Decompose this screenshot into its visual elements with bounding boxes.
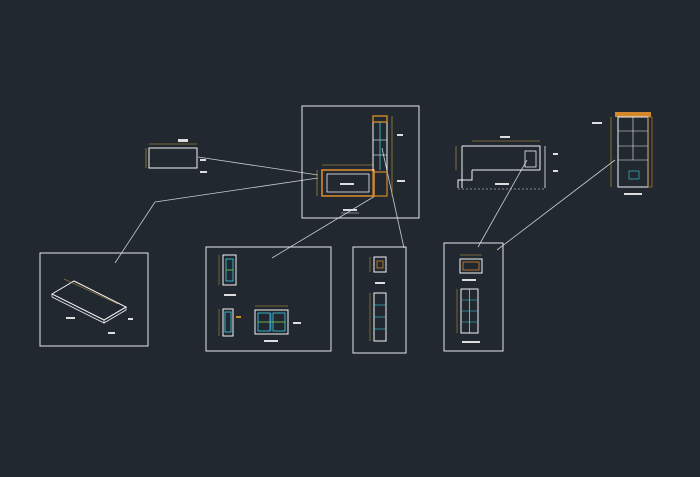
unit-top-inner	[462, 261, 480, 271]
elevation-right-tag-1	[553, 153, 558, 155]
elevation-top-tag	[500, 136, 510, 138]
right-tag	[200, 159, 206, 161]
leader-7	[496, 159, 616, 251]
elevation-outline	[457, 145, 541, 188]
column-top-unit	[373, 256, 387, 273]
unit-c	[254, 309, 289, 335]
unit-b	[222, 308, 234, 337]
center-title	[343, 209, 357, 211]
plan-outline	[148, 147, 198, 169]
unit-label	[462, 341, 480, 343]
plan-top-left[interactable]	[145, 139, 207, 173]
shelf-tag	[592, 122, 602, 124]
unit-detail[interactable]	[443, 242, 504, 352]
shelf-top-cap	[615, 112, 651, 117]
iso-dim	[63, 278, 119, 305]
shelf-elevation[interactable]	[592, 112, 653, 195]
leader-3	[114, 201, 156, 264]
elevation-mid-box	[524, 150, 537, 168]
leader-2	[154, 177, 319, 203]
iso-slab-bottom	[51, 296, 105, 324]
iso-frame	[39, 252, 149, 347]
elevation-title	[495, 183, 509, 185]
counter-inner	[326, 173, 370, 193]
center-frame	[301, 105, 420, 219]
shelf-side	[647, 116, 653, 188]
shelf-bottom-box	[628, 170, 640, 180]
column-cap	[372, 115, 388, 123]
unit-b-inner	[224, 311, 232, 333]
unit-top	[459, 258, 483, 274]
iso-slab-top	[50, 280, 128, 321]
unit-a-label	[224, 294, 236, 296]
unit-c-tag	[293, 322, 301, 324]
elevation-right-tag-2	[553, 170, 558, 172]
shelf-title	[624, 193, 642, 195]
dim-tag	[178, 139, 188, 142]
unit-c-label	[264, 340, 278, 342]
unit-top-label	[462, 279, 476, 281]
unit-a	[222, 254, 237, 286]
unit-b-tag	[236, 316, 241, 318]
right-tag-1	[397, 134, 403, 136]
leader-6	[477, 159, 528, 248]
column-detail[interactable]	[352, 246, 407, 354]
iso-tag	[108, 332, 115, 334]
iso-panel[interactable]	[39, 252, 149, 347]
iso-label	[66, 317, 75, 319]
unit-frame	[443, 242, 504, 352]
elevation-right[interactable]	[455, 136, 558, 190]
leader-5	[381, 147, 405, 249]
counter-label	[340, 183, 354, 185]
iso-slab-side	[103, 306, 127, 324]
bottom-tag	[200, 171, 207, 173]
counter-outer	[321, 169, 375, 197]
iso-tag-2	[128, 318, 133, 320]
detail-sheet[interactable]	[205, 246, 332, 352]
leader-lines	[114, 147, 616, 264]
plan-center[interactable]	[301, 105, 420, 219]
column-top-inner	[376, 260, 384, 269]
column-label	[375, 282, 385, 284]
leader-4	[271, 195, 376, 259]
column-base	[372, 171, 388, 197]
right-tag-2	[397, 180, 405, 182]
detail-frame	[205, 246, 332, 352]
column-frame	[352, 246, 407, 354]
leader-1	[197, 156, 319, 176]
